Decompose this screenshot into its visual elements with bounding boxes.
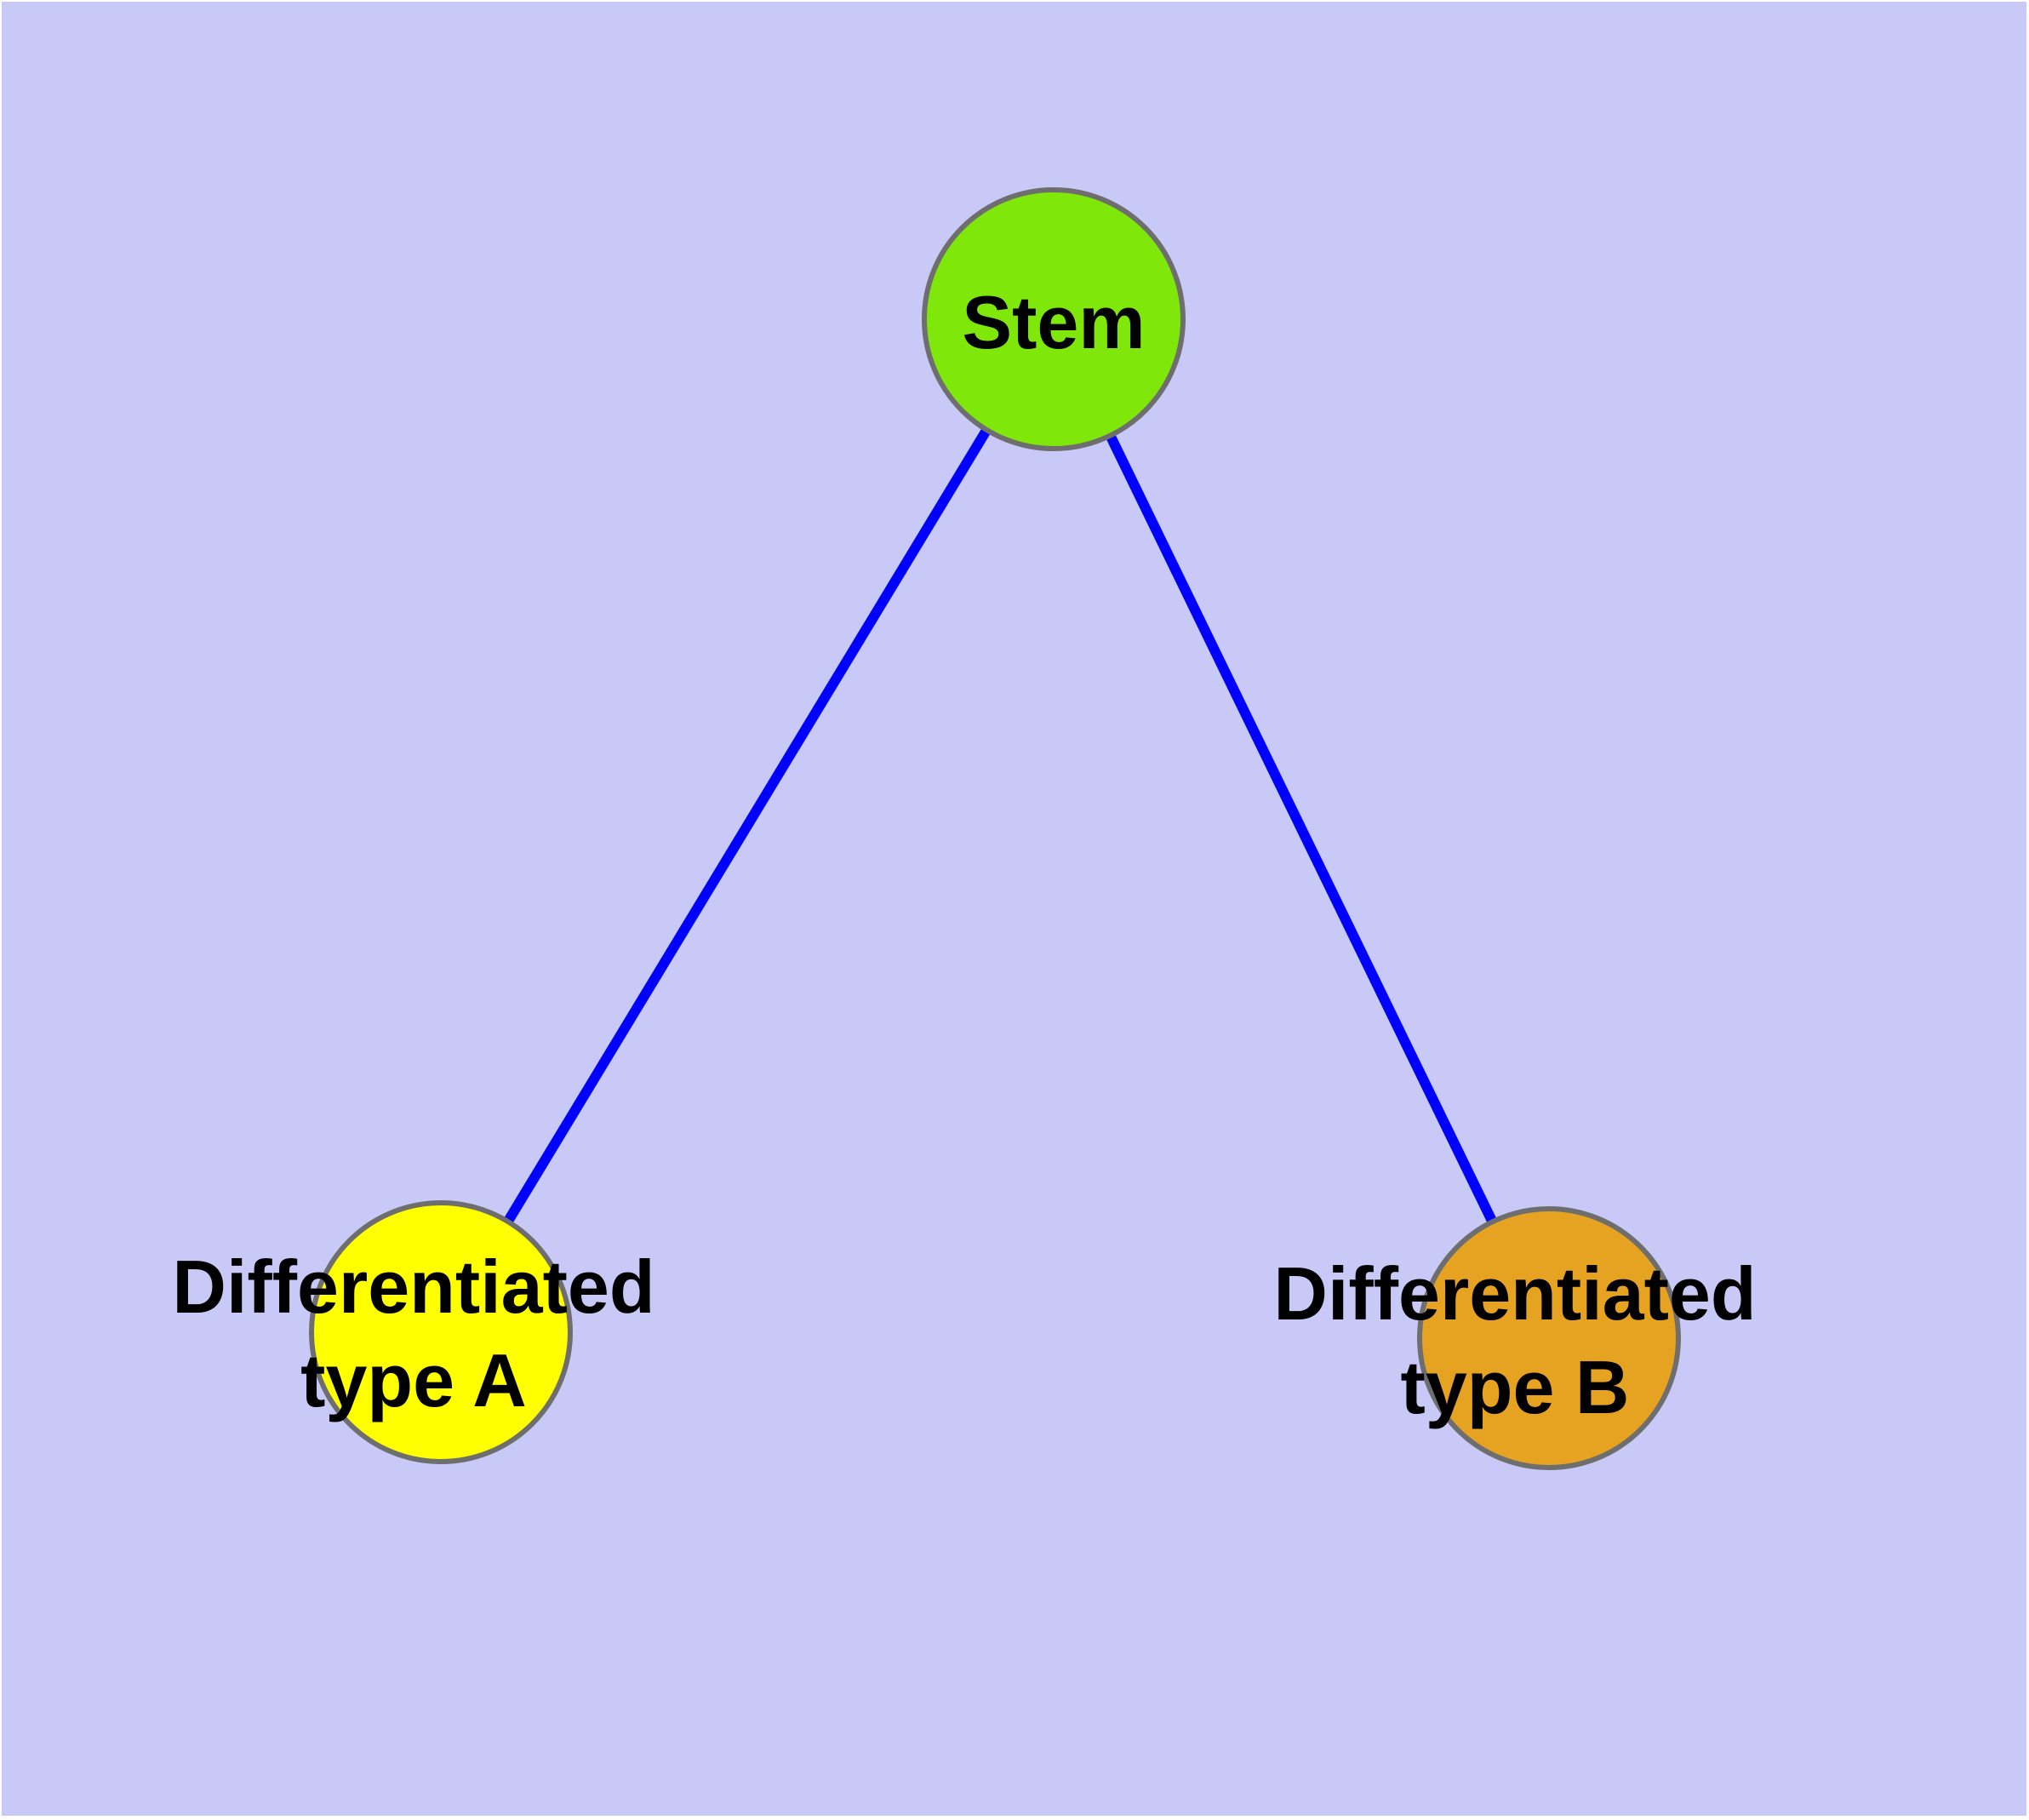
node-label-line: Differentiated (1273, 1251, 1757, 1336)
node-circle-differentiated-type-a (309, 1200, 573, 1464)
node-label-line: Differentiated (172, 1245, 655, 1329)
node-circle-stem (922, 187, 1186, 451)
edge-stem-to-differentiated-type-b (1049, 317, 1554, 1341)
node-label-stem: Stem (962, 276, 1145, 369)
node-label-differentiated-type-a: Differentiated type A (172, 1240, 654, 1428)
edge-stem-to-differentiated-type-a (436, 316, 1059, 1336)
node-circle-differentiated-type-b (1417, 1206, 1681, 1470)
node-label-line: Stem (962, 280, 1146, 364)
node-label-line: type A (300, 1338, 527, 1422)
node-label-line: type B (1400, 1345, 1630, 1429)
node-label-differentiated-type-b: Differentiated type B (1273, 1247, 1756, 1434)
